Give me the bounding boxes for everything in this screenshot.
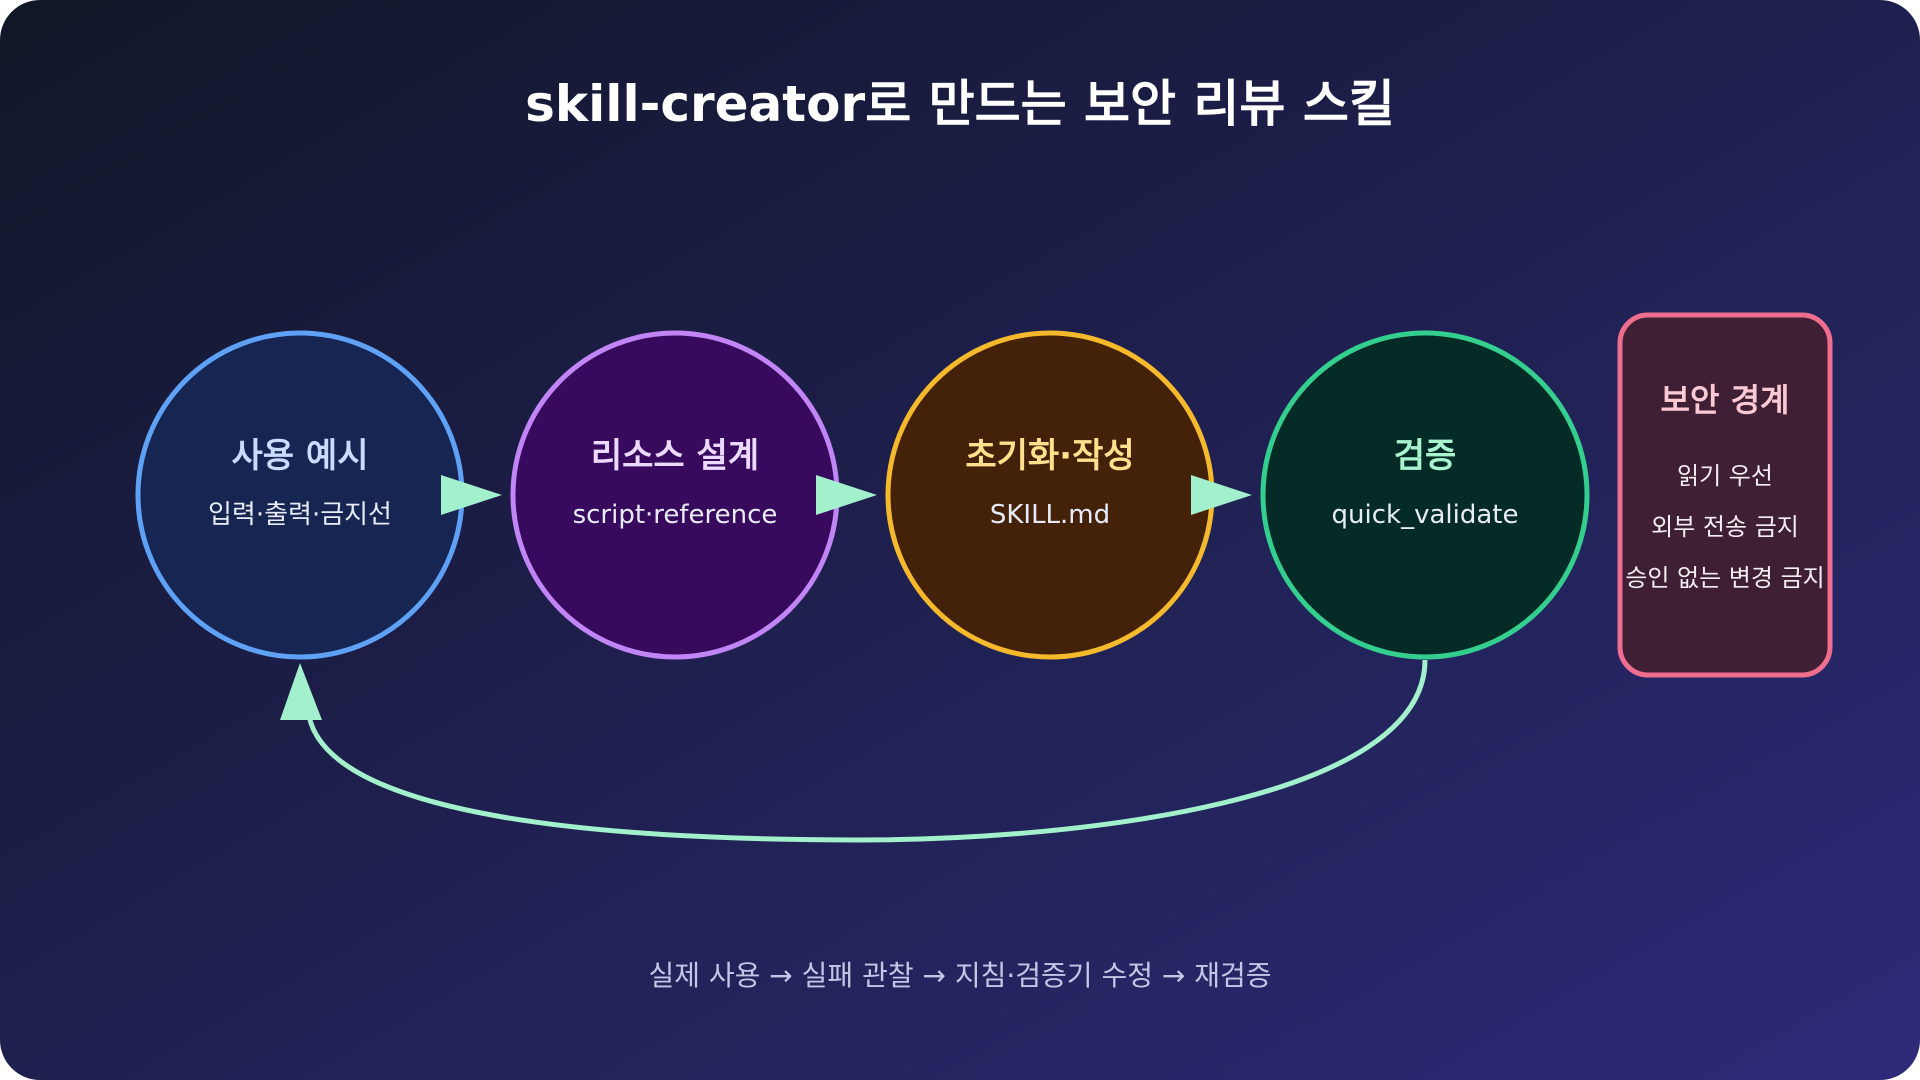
flow-arrowhead [816, 475, 877, 515]
step-title: 검증 [1394, 436, 1457, 476]
step-circle [1260, 330, 1590, 660]
step-title: 리소스 설계 [591, 436, 759, 476]
step-subtitle: script·reference [573, 500, 778, 530]
step-circle [885, 330, 1215, 660]
step-init-authoring: 초기화·작성 SKILL.md [885, 330, 1215, 660]
flow-arrowhead [1191, 475, 1252, 515]
footer-caption: 실제 사용 → 실패 관찰 → 지침·검증기 수정 → 재검증 [648, 959, 1271, 992]
step-subtitle: 입력·출력·금지선 [208, 500, 392, 530]
step-usage-examples: 사용 예시 입력·출력·금지선 [135, 330, 465, 660]
step-subtitle: SKILL.md [990, 500, 1110, 530]
feedback-arrowhead [280, 663, 322, 720]
step-title: 초기화·작성 [965, 436, 1134, 476]
flow-arrowhead [441, 475, 502, 515]
feedback-loop-arrow [305, 659, 1428, 843]
security-rule: 읽기 우선 [1677, 462, 1773, 490]
diagram-title: skill-creator로 만드는 보안 리뷰 스킬 [525, 75, 1395, 133]
security-rule: 승인 없는 변경 금지 [1625, 564, 1825, 592]
step-subtitle: quick_validate [1332, 500, 1519, 530]
step-title: 사용 예시 [232, 436, 369, 476]
step-circle [135, 330, 465, 660]
security-rule: 외부 전송 금지 [1651, 513, 1799, 541]
step-circle [510, 330, 840, 660]
step-validation: 검증 quick_validate [1260, 330, 1590, 660]
security-box-frame [1617, 312, 1833, 678]
step-resource-design: 리소스 설계 script·reference [510, 330, 840, 660]
security-boundary-box: 보안 경계 읽기 우선 외부 전송 금지 승인 없는 변경 금지 [1617, 312, 1833, 678]
security-box-title: 보안 경계 [1661, 381, 1790, 419]
